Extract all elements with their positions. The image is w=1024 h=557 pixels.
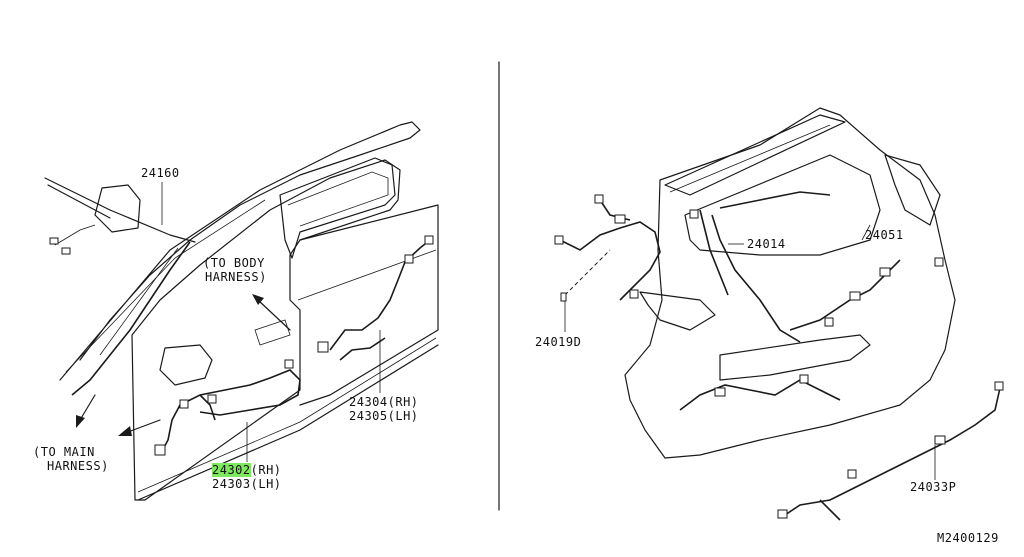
note-to-body-harness-2: HARNESS) (205, 270, 267, 284)
part-number-24019d: 24019D (535, 335, 582, 349)
diagram-id: M2400129 (937, 531, 999, 545)
note-to-body-harness-1: (TO BODY (203, 256, 265, 270)
part-number-24304: 24304(RH) (349, 395, 419, 409)
part-number-24305: 24305(LH) (349, 409, 419, 423)
right-back-door (554, 107, 1004, 521)
part-24302-side: (RH) (250, 463, 282, 477)
part-number-24303: 24303(LH) (212, 477, 282, 491)
part-number-24033p: 24033P (910, 480, 957, 494)
part-number-24014: 24014 (747, 237, 786, 251)
part-number-24160: 24160 (141, 166, 180, 180)
note-to-main-harness-1: (TO MAIN (33, 445, 95, 459)
note-to-main-harness-2: HARNESS) (47, 459, 109, 473)
highlighted-part-24302: 24302 (212, 463, 251, 477)
part-number-24051: 24051 (865, 228, 904, 242)
part-number-24302: 24302(RH) (212, 463, 282, 477)
left-body-side (44, 121, 439, 501)
